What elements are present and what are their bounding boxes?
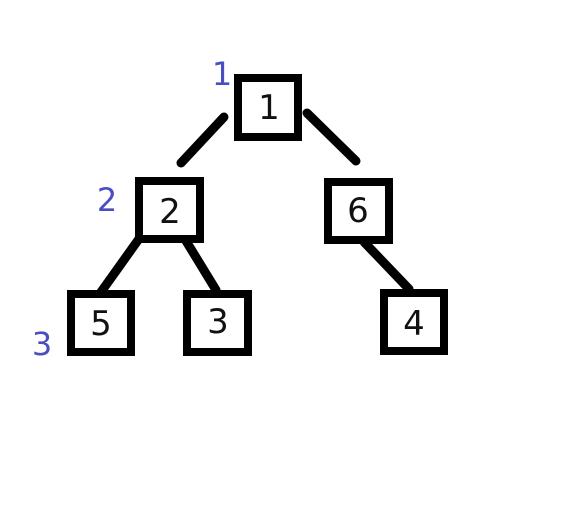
edge-1-2 (176, 112, 229, 168)
node-label: 3 (207, 302, 229, 342)
node-box (135, 177, 204, 243)
node-label: 2 (159, 192, 181, 232)
level-labels: 1 2 3 (32, 55, 232, 363)
level-label-1: 1 (212, 55, 232, 93)
tree-node-1: 1 (234, 74, 302, 141)
node-label: 6 (347, 191, 369, 231)
node-box (324, 178, 393, 244)
tree-node-5: 5 (67, 290, 135, 356)
tree-nodes: 1 2 6 5 3 4 (67, 74, 448, 356)
tree-edges (96, 108, 414, 297)
node-label: 1 (258, 88, 280, 128)
level-label-3: 3 (32, 325, 52, 363)
edge-6-4 (359, 237, 414, 294)
level-label-2: 2 (97, 181, 117, 219)
tree-node-6: 6 (324, 178, 393, 244)
node-label: 4 (403, 304, 425, 344)
node-box (380, 289, 448, 355)
tree-node-3: 3 (183, 290, 252, 356)
edge-2-5 (96, 231, 146, 297)
edge-2-3 (178, 231, 221, 295)
node-box (183, 290, 252, 356)
edge-1-6 (302, 108, 361, 166)
tree-node-4: 4 (380, 289, 448, 355)
node-label: 5 (90, 304, 112, 344)
tree-node-2: 2 (135, 177, 204, 243)
node-box (234, 74, 302, 141)
node-box (67, 290, 135, 356)
